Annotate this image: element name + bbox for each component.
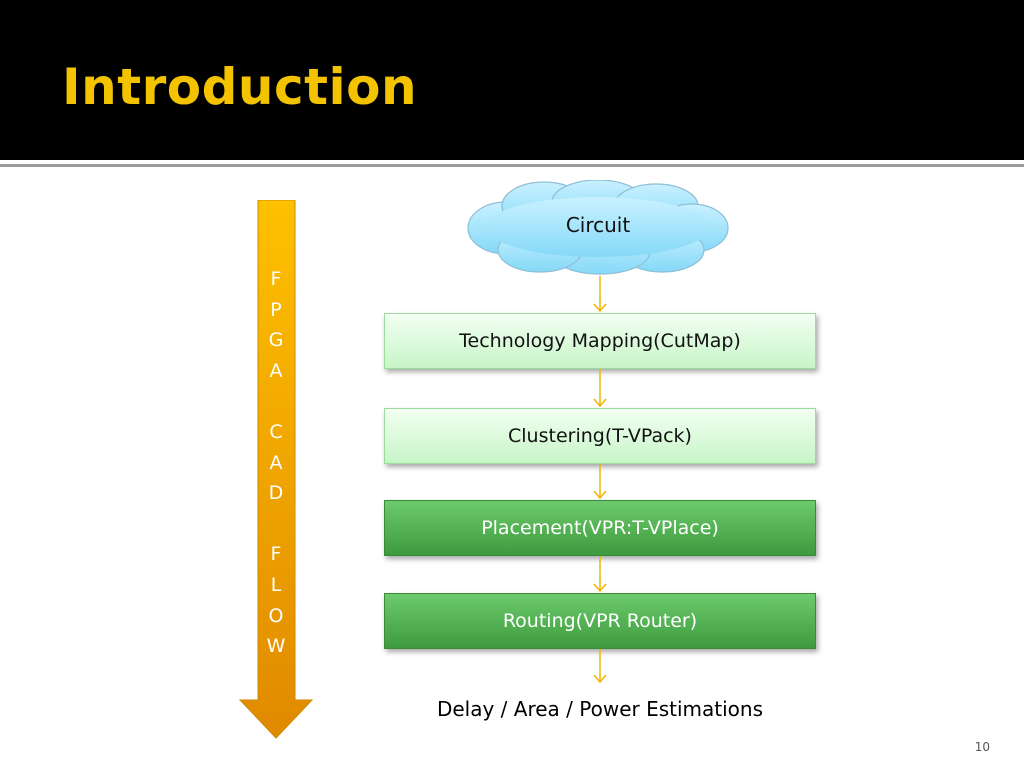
flow-step-routing: Routing(VPR Router)	[384, 593, 816, 649]
flow-connector	[592, 556, 608, 594]
arrow-down-icon	[593, 276, 607, 313]
flow-arrow-letter: A	[269, 451, 283, 474]
flow-step-label: Technology Mapping(CutMap)	[459, 330, 741, 352]
arrow-down-icon	[593, 556, 607, 593]
fpga-cad-flow-arrow: F P G A C A D F L O W	[238, 200, 314, 740]
slide-number: 10	[974, 740, 990, 754]
flow-connector	[592, 276, 608, 314]
flow-arrow-text: F P G A C A D F L O W	[238, 264, 314, 662]
flow-step-clustering: Clustering(T-VPack)	[384, 408, 816, 464]
flow-arrow-letter: G	[268, 329, 284, 352]
flow-connector	[592, 464, 608, 501]
header-divider-shadow	[0, 164, 1024, 167]
flow-arrow-letter: F	[270, 268, 282, 290]
flow-arrow-letter: O	[268, 604, 284, 627]
flow-connector	[592, 369, 608, 409]
arrow-down-icon	[593, 369, 607, 408]
circuit-cloud: Circuit	[466, 180, 730, 276]
flow-connector	[592, 649, 608, 685]
arrow-down-icon	[593, 464, 607, 500]
flow-arrow-letter: P	[270, 298, 282, 321]
flow-arrow-letter: L	[270, 573, 282, 596]
flow-arrow-letter: W	[266, 635, 286, 658]
title-bar: Introduction	[0, 0, 1024, 160]
slide-title: Introduction	[62, 58, 418, 116]
flow-step-technology-mapping: Technology Mapping(CutMap)	[384, 313, 816, 369]
flow-arrow-letter: A	[269, 359, 283, 382]
flow-step-label: Placement(VPR:T-VPlace)	[481, 517, 719, 539]
flow-arrow-letter: C	[269, 420, 283, 443]
cloud-icon	[467, 180, 729, 275]
circuit-label: Circuit	[565, 213, 631, 237]
flow-arrow-letter: F	[270, 543, 282, 566]
flow-step-label: Routing(VPR Router)	[502, 610, 698, 632]
flow-arrow-letter: D	[268, 482, 284, 505]
arrow-down-icon	[593, 649, 607, 684]
flow-step-label: Clustering(T-VPack)	[508, 425, 692, 447]
down-arrow-icon	[238, 200, 314, 739]
header-divider	[0, 160, 1024, 164]
flow-outcome: Delay / Area / Power Estimations	[436, 697, 764, 721]
flow-step-placement: Placement(VPR:T-VPlace)	[384, 500, 816, 556]
